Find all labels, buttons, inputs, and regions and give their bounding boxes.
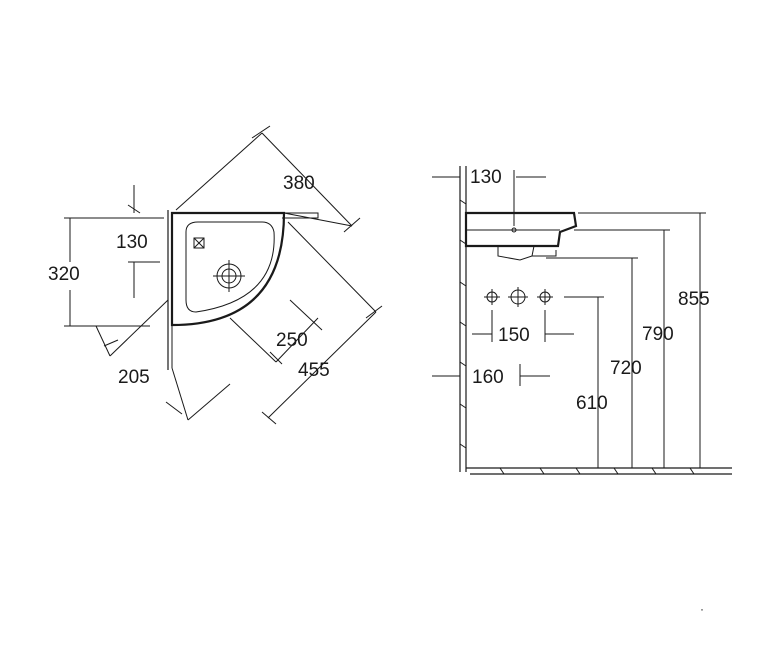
side-view: 130 150 160 855 790 720 610 [432, 166, 732, 475]
corner-mark: · [700, 602, 704, 616]
drain-icon [213, 260, 245, 292]
dim-side-610: 610 [576, 393, 608, 414]
valve-right-icon [537, 289, 553, 305]
dim-plan-205: 205 [118, 367, 150, 388]
basin-top-shelf [180, 212, 319, 219]
basin-inner-bowl [185, 221, 275, 313]
dim-side-855: 855 [678, 289, 710, 310]
basin-outline [170, 211, 286, 327]
basin-side-profile [464, 211, 578, 248]
dim-plan-455: 455 [298, 360, 330, 381]
plan-view: 380 130 320 205 250 455 [48, 125, 383, 425]
dim-plan-250: 250 [276, 330, 308, 351]
dim-side-150: 150 [498, 325, 530, 346]
valve-center-icon [508, 287, 528, 307]
dim-side-130: 130 [470, 167, 502, 188]
tap-hole-icon [193, 237, 205, 249]
dim-plan-380: 380 [283, 173, 315, 194]
side-floor [466, 467, 732, 475]
dim-side-790: 790 [642, 324, 674, 345]
waste-trap [497, 245, 557, 261]
valve-left-icon [484, 289, 500, 305]
dim-plan-320: 320 [48, 264, 80, 285]
dim-side-720: 720 [610, 358, 642, 379]
dim-plan-130: 130 [116, 232, 148, 253]
dim-side-160: 160 [472, 367, 504, 388]
